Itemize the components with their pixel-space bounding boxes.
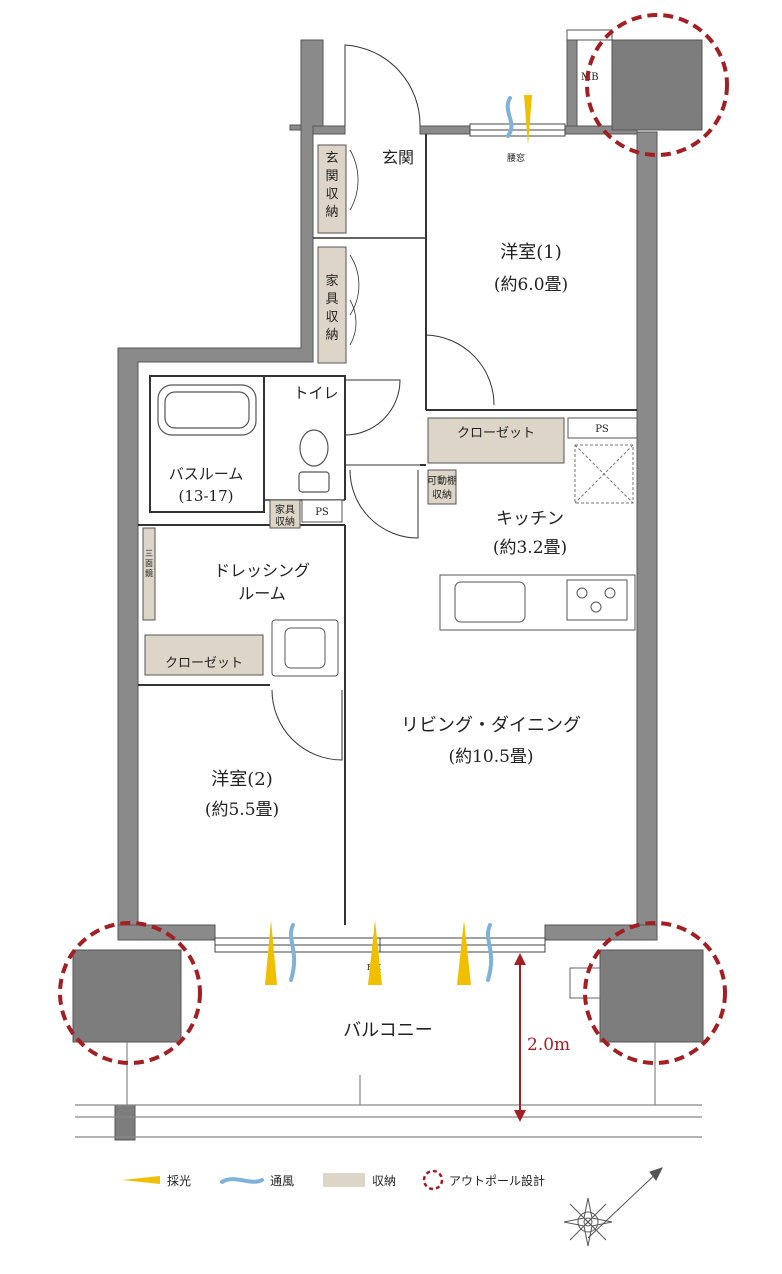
dressing-line2: ルーム	[238, 584, 286, 603]
balcony-railing	[75, 1042, 702, 1138]
wind-legend-icon	[220, 1177, 264, 1184]
entrance-storage	[317, 144, 347, 234]
ps-label-bath: PS	[315, 507, 329, 518]
svg-text:収: 収	[325, 187, 338, 202]
living-name: リビング・ダイニング	[401, 715, 581, 736]
legend: 採光 通風 収納 アウトポール設計	[122, 1169, 545, 1191]
bath-name: バスルーム	[169, 465, 244, 483]
movable-shelf-storage	[427, 469, 457, 505]
svg-text:面: 面	[145, 559, 153, 568]
doors	[271, 44, 495, 761]
svg-text:収: 収	[325, 310, 338, 325]
svg-text:納: 納	[325, 205, 338, 220]
furniture-storage-label: 家 具 収 納	[325, 273, 338, 343]
balcony-label: バルコニー	[343, 1020, 433, 1041]
movable-shelf-label-2: 収納	[432, 488, 452, 501]
mirror-cabinet	[142, 527, 156, 621]
svg-text:関: 関	[325, 169, 338, 184]
bathtub	[157, 384, 257, 436]
exterior-walls	[117, 29, 658, 941]
wind-markers	[288, 96, 514, 982]
svg-text:家: 家	[325, 273, 338, 289]
storage-areas	[142, 144, 565, 676]
bath-size: (13-17)	[179, 487, 234, 505]
depth-label: 2.0m	[527, 1035, 570, 1055]
ps-label-top: PS	[595, 424, 609, 435]
legend-wind: 通風	[270, 1174, 294, 1188]
dressing-line1: ドレッシング	[214, 561, 310, 580]
entrance-storage-label: 玄 関 収 納	[325, 151, 338, 220]
small-furniture-label-2: 収納	[275, 515, 295, 528]
svg-text:具: 具	[325, 292, 338, 307]
pillars	[72, 29, 704, 1141]
living-size: (約10.5畳)	[448, 747, 533, 767]
light-legend-icon	[122, 1176, 160, 1184]
waist-window-label: 腰窓	[507, 152, 525, 164]
outpole-circles	[58, 13, 729, 1065]
western1-name: 洋室(1)	[500, 242, 562, 263]
depth-dimension	[514, 953, 526, 1122]
mb-label: MB	[581, 72, 599, 83]
mb-box	[576, 39, 613, 127]
toilet-fixture	[298, 429, 330, 493]
furniture-storage	[317, 246, 347, 364]
small-furniture-label-1: 家具	[275, 503, 295, 516]
light-markers	[265, 95, 532, 985]
ps-box-bath	[301, 499, 343, 523]
compass-icon	[563, 1167, 663, 1247]
legend-outpole: アウトポール設計	[449, 1173, 545, 1188]
wash-basin	[271, 619, 339, 677]
closet1-label: クローゼット	[457, 426, 535, 441]
kitchen-size: (約3.2畳)	[493, 538, 567, 558]
outpole-legend-icon	[422, 1169, 444, 1191]
entrance-label: 玄関	[382, 148, 414, 167]
western2-size: (約5.5畳)	[205, 800, 279, 820]
storage-legend-icon	[323, 1173, 365, 1187]
legend-storage: 収納	[372, 1174, 396, 1188]
western2-name: 洋室(2)	[211, 769, 273, 790]
kitchen-name: キッチン	[496, 509, 564, 529]
svg-text:玄: 玄	[325, 151, 338, 166]
small-furniture-storage	[269, 499, 301, 529]
closet1	[427, 417, 565, 464]
western1-size: (約6.0畳)	[494, 275, 568, 295]
movable-shelf-label-1: 可動棚	[427, 474, 457, 487]
three-mirror-label: 三 面 鏡	[145, 549, 153, 578]
svg-text:三: 三	[145, 549, 153, 558]
ps-box-top	[567, 417, 638, 439]
closet2	[144, 634, 264, 676]
toilet-label: トイレ	[293, 384, 338, 402]
svg-text:鏡: 鏡	[145, 568, 153, 578]
svg-text:納: 納	[325, 328, 338, 343]
kitchen-counter	[439, 574, 636, 631]
legend-light: 採光	[167, 1174, 191, 1188]
fridge-space	[574, 444, 634, 504]
closet2-label: クローゼット	[165, 656, 243, 671]
